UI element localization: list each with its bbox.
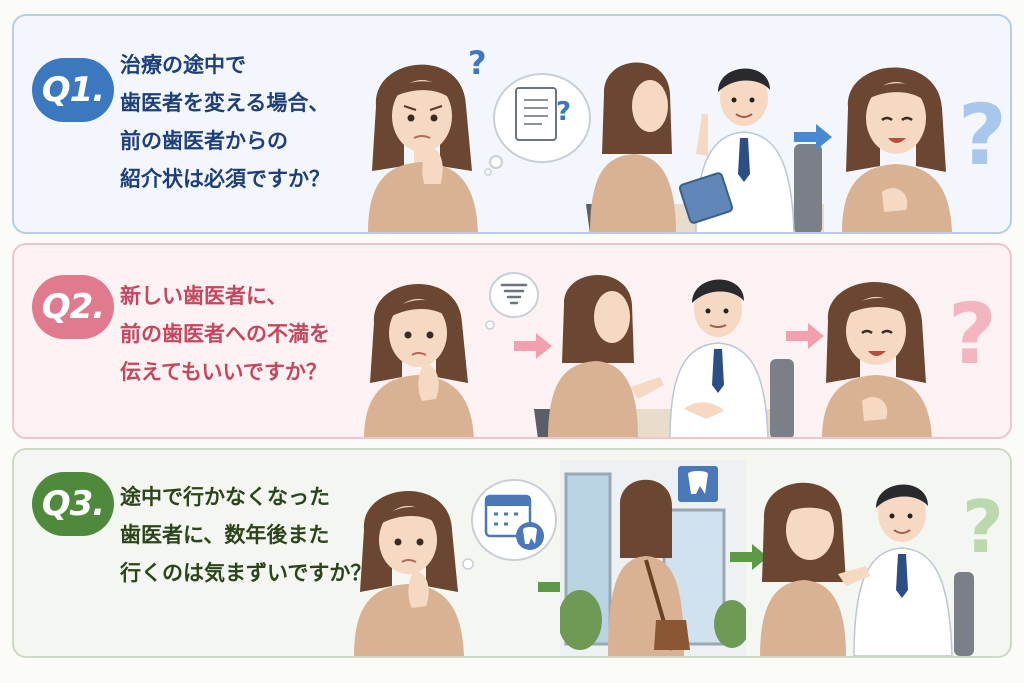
big-question-mark-text: ? — [962, 485, 1004, 562]
faq-panel-q2: Q2. 新しい歯医者に、 前の歯医者への不満を 伝えてもいいですか？ — [12, 243, 1012, 439]
big-question-mark-icon: ? — [958, 86, 1007, 176]
arrow-right-icon — [514, 333, 552, 359]
q2-badge: Q2. — [32, 275, 114, 339]
tooth-icon — [516, 522, 544, 550]
q1-question-text: 治療の途中で 歯医者を変える場合、 前の歯医者からの 紹介状は必須ですか？ — [120, 46, 380, 198]
big-question-mark-text: ? — [958, 86, 1007, 176]
faq-panel-q1: Q1. 治療の途中で 歯医者を変える場合、 前の歯医者からの 紹介状は必須ですか… — [12, 14, 1012, 234]
consultation-illustration — [586, 62, 824, 232]
q2-line-2: 前の歯医者への不満を — [120, 322, 330, 346]
thought-bubble: ? — [484, 73, 591, 176]
q3-line-2: 歯医者に、数年後また — [120, 523, 330, 547]
q3-question-text: 途中で行かなくなった 歯医者に、数年後また 行くのは気まずいですか？ — [120, 478, 380, 592]
arrow-right-icon — [786, 323, 824, 349]
q2-question-text: 新しい歯医者に、 前の歯医者への不満を 伝えてもいいですか？ — [120, 277, 380, 391]
question-mark-text: ? — [468, 44, 487, 82]
q3-line-3: 行くのは気まずいですか？ — [120, 561, 372, 585]
worried-woman-illustration — [354, 490, 464, 656]
worried-woman-illustration — [364, 283, 474, 437]
q3-badge: Q3. — [32, 472, 114, 536]
big-question-mark-icon: ? — [962, 485, 1004, 562]
big-question-mark-icon: ? — [948, 285, 997, 375]
thought-bubble — [462, 479, 557, 570]
faq-panel-q3: Q3. 途中で行かなくなった 歯医者に、数年後また 行くのは気まずいですか？ — [12, 448, 1012, 658]
q1-line-2: 歯医者を変える場合、 — [120, 91, 330, 115]
calendar-icon — [484, 494, 532, 538]
consultation-illustration — [534, 274, 794, 437]
relieved-woman-illustration — [822, 281, 932, 437]
q1-line-4: 紹介状は必須ですか？ — [120, 167, 330, 191]
q2-line-1: 新しい歯医者に、 — [120, 284, 288, 308]
arrow-right-icon — [730, 544, 768, 570]
dental-clinic-entrance-illustration — [560, 460, 746, 656]
thought-bubble — [485, 272, 539, 330]
thought-question-mark: ? — [556, 97, 571, 127]
q1-line-3: 前の歯医者からの — [120, 129, 288, 153]
q3-line-1: 途中で行かなくなった — [120, 485, 330, 509]
q1-line-1: 治療の途中で — [120, 53, 246, 77]
big-question-mark-text: ? — [948, 285, 997, 375]
q2-line-3: 伝えてもいいですか？ — [120, 360, 327, 384]
q1-badge: Q1. — [32, 58, 114, 122]
worried-woman-illustration — [368, 64, 478, 232]
consultation-illustration — [760, 482, 974, 656]
tornado-icon — [500, 283, 528, 305]
question-mark-icon: ? — [468, 44, 487, 82]
tooth-sign-icon — [678, 466, 718, 502]
relieved-woman-illustration — [842, 67, 952, 232]
arrow-right-icon — [794, 124, 832, 150]
document-icon — [515, 87, 557, 141]
